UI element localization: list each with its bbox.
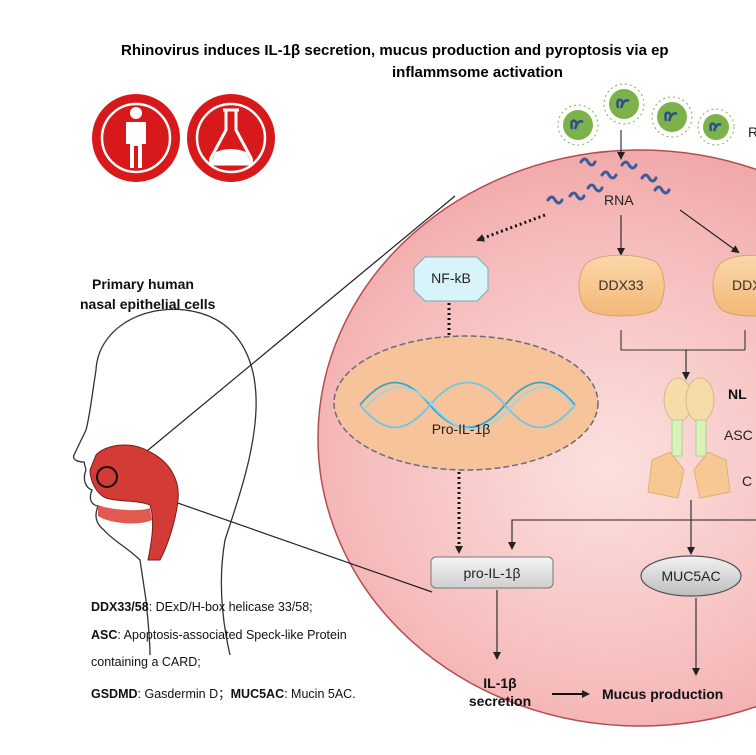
legend-asc-cont: containing a CARD; <box>91 655 201 669</box>
virus-label: R <box>748 124 756 140</box>
il1b-secretion-label-line2: secretion <box>469 693 531 709</box>
legend-asc-def: : Apoptosis-associated Speck-like Protei… <box>117 628 347 642</box>
pro-il1b-node: pro-IL-1β <box>430 556 554 589</box>
figure-title-line1: Rhinovirus induces IL-1β secretion, mucu… <box>121 42 669 59</box>
ddx-bracket <box>620 330 746 351</box>
cell-type-label-line2: nasal epithelial cells <box>80 296 216 312</box>
ddx58-label: DDX <box>732 277 756 293</box>
nasal-cavity <box>89 444 179 561</box>
nlrp-label: NL <box>728 386 747 402</box>
ddx58-node: DDX <box>712 254 756 317</box>
nucleus-pro-il1b-label: Pro-IL-1β <box>432 421 491 437</box>
cell-type-label-line1: Primary human <box>92 276 194 292</box>
il1b-secretion-label-line1: IL-1β <box>483 675 517 691</box>
nfkb-label: NF-kB <box>431 270 471 286</box>
legend-gsdmd-muc: GSDMD: Gasdermin D；MUC5AC: Mucin 5AC. <box>91 683 356 702</box>
nfkb-node: NF-kB <box>413 256 489 302</box>
legend-ddx: DDX33/58: DExD/H-box helicase 33/58; <box>91 600 313 614</box>
rna-to-ddx58-arrow <box>679 209 740 254</box>
nucleus: Pro-IL-1β <box>333 335 599 471</box>
legend-muc-def: : Mucin 5AC. <box>284 687 356 701</box>
caspase-label: C <box>742 473 752 489</box>
rna-to-nfkb-arrow <box>476 213 546 242</box>
legend-gsdmd-def: : Gasdermin D； <box>137 687 231 701</box>
zoom-line-top <box>111 195 456 481</box>
legend-ddx-term: DDX33/58 <box>91 600 149 614</box>
ddx33-node: DDX33 <box>578 254 665 317</box>
rhinovirus-particles <box>557 83 735 146</box>
inflammasome-complex <box>647 377 731 499</box>
pro-il1b-label: pro-IL-1β <box>463 565 520 581</box>
muc5ac-label: MUC5AC <box>661 568 720 584</box>
figure-title-line2: inflammsome activation <box>392 64 563 81</box>
legend-muc-term: MUC5AC <box>230 687 285 701</box>
legend-gsdmd-term: GSDMD <box>91 687 138 701</box>
mucus-production-label: Mucus production <box>602 686 723 702</box>
ddx33-label: DDX33 <box>598 277 643 293</box>
rna-fragments <box>546 157 671 205</box>
asc-label: ASC <box>724 427 753 443</box>
laboratory-flask-icon <box>187 94 275 182</box>
muc5ac-node: MUC5AC <box>640 555 742 597</box>
legend-ddx-def: : DExD/H-box helicase 33/58; <box>148 600 313 614</box>
rna-label: RNA <box>604 192 634 208</box>
legend-asc: ASC: Apoptosis-associated Speck-like Pro… <box>91 628 347 642</box>
head-outline <box>72 308 257 656</box>
human-body-icon <box>92 94 180 182</box>
legend-asc-term: ASC <box>91 628 118 642</box>
inflammasome-to-proil1b-arrow <box>508 519 756 550</box>
